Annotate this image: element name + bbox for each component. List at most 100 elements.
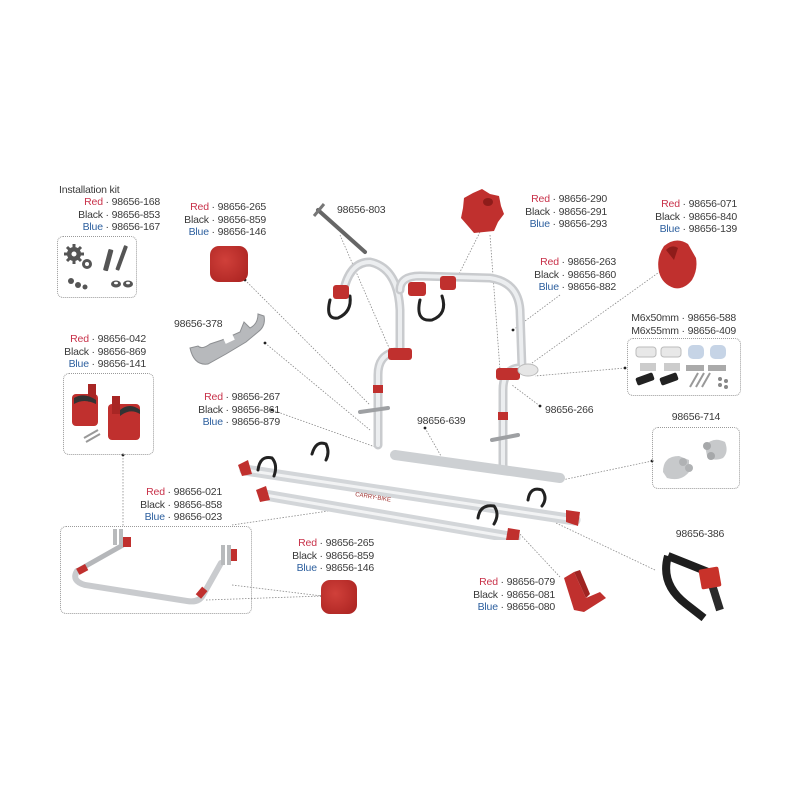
sep: · [558,256,568,268]
top-knob-part [461,189,504,233]
sep: · [558,268,568,281]
part-code: 98656-080 [506,601,556,613]
sep: · [316,562,326,574]
callout-tube-end-caps: 98656-714 [656,411,736,424]
sep: · [208,213,218,226]
part-code: 98656-263 [567,256,617,268]
part-code: 98656-290 [558,193,608,205]
variant-color: Red [84,196,103,208]
part-code: 98656-861 [231,403,281,416]
part-code: 98656-023 [173,511,223,523]
variant-color: Black [473,588,498,601]
rail-holder-parts [72,384,140,443]
bike-rack-assembly: CARRY-BIKE [238,257,581,540]
part-code: 98656-386 [675,528,725,540]
variant-color: Black [184,213,209,226]
part-code: 98656-639 [417,415,466,427]
variant-color: Red [146,486,165,498]
sep: · [679,210,689,223]
part-code: 98656-168 [111,196,161,208]
callout-cross-tube: 98656-639 [417,415,466,428]
callout-bolt: 98656-803 [337,204,386,217]
callout-installation-kit-codes: Red · 98656-168 Black · 98656-853 Blue ·… [60,196,160,234]
mounting-kit-parts [635,345,728,389]
part-code: 98656-071 [688,198,738,210]
sep: · [164,498,174,511]
fork-bracket-part [189,313,265,365]
callout-mounting-kit: M6x50mm · 98656-588 M6x55mm · 98656-409 [626,312,736,337]
end-cap-bottom-part [321,580,357,614]
callout-frame-tube: 98656-266 [545,404,594,417]
sep: · [497,601,507,613]
callout-top-knob: Red · 98656-290 Black · 98656-291 Blue ·… [495,193,607,231]
sep: · [164,511,174,523]
variant-color: Black [292,549,317,562]
end-cap-top-part [210,246,248,282]
part-code: 98656-139 [688,223,738,235]
callout-rail-holder: Red · 98656-042 Black · 98656-869 Blue ·… [64,333,146,371]
sep: · [497,588,507,601]
bolt-size: M6x55mm [631,324,679,337]
sep: · [549,218,559,230]
callout-fork-bracket: 98656-378 [174,318,223,331]
sep: · [316,537,326,549]
callout-heading: Installation kit [59,184,120,196]
variant-color: Blue [68,358,89,370]
variant-color: Blue [529,218,550,230]
installation-kit-icon [64,244,133,290]
sep: · [549,193,559,205]
sep: · [102,208,112,221]
variant-color: Blue [82,221,103,233]
part-code: 98656-859 [217,213,267,226]
sep: · [88,358,98,370]
variant-color: Red [540,256,559,268]
part-code: 98656-146 [325,562,375,574]
variant-color: Blue [296,562,317,574]
sep: · [222,391,232,403]
variant-color: Red [190,201,209,213]
sep: · [316,549,326,562]
sep: · [497,576,507,588]
variant-color: Black [525,205,550,218]
tube-end-caps-parts [663,439,727,480]
part-code: 98656-265 [325,537,375,549]
variant-color: Black [655,210,680,223]
bolt-part [312,203,367,254]
variant-color: Red [70,333,89,345]
part-code: 98656-882 [567,281,617,293]
variant-color: Red [479,576,498,588]
bottom-frame-box [60,526,252,614]
variant-color: Red [531,193,550,205]
part-code: 98656-803 [337,204,386,216]
sep: · [222,403,232,416]
sep: · [549,205,559,218]
callout-end-cap-top: Red · 98656-265 Black · 98656-859 Blue ·… [170,201,266,239]
callout-end-cap-bottom: Red · 98656-265 Black · 98656-859 Blue ·… [292,537,374,575]
sep: · [208,226,218,238]
variant-color: Blue [477,601,498,613]
part-code: 98656-146 [217,226,267,238]
variant-color: Red [204,391,223,403]
part-code: 98656-409 [687,324,737,337]
part-code: 98656-840 [688,210,738,223]
variant-color: Red [661,198,680,210]
part-code: 98656-266 [545,404,594,416]
mounting-kit-box [627,338,741,396]
sep: · [678,312,688,324]
callout-bottom-frame: Red · 98656-021 Black · 98656-858 Blue ·… [138,486,222,524]
sep: · [678,324,688,337]
variant-color: Blue [538,281,559,293]
callout-frame-clamp: Red · 98656-263 Black · 98656-860 Blue ·… [510,256,616,294]
part-code: 98656-293 [558,218,608,230]
sep: · [102,196,112,208]
rail-holder-box [63,373,154,455]
part-code: 98656-588 [687,312,737,324]
variant-color: Blue [188,226,209,238]
variant-color: Black [140,498,165,511]
bolt-size: M6x50mm [631,312,679,324]
part-code: 98656-167 [111,221,161,233]
sep: · [679,198,689,210]
part-code: 98656-858 [173,498,223,511]
variant-color: Black [534,268,559,281]
callout-installation-kit: Installation kit [59,184,120,197]
